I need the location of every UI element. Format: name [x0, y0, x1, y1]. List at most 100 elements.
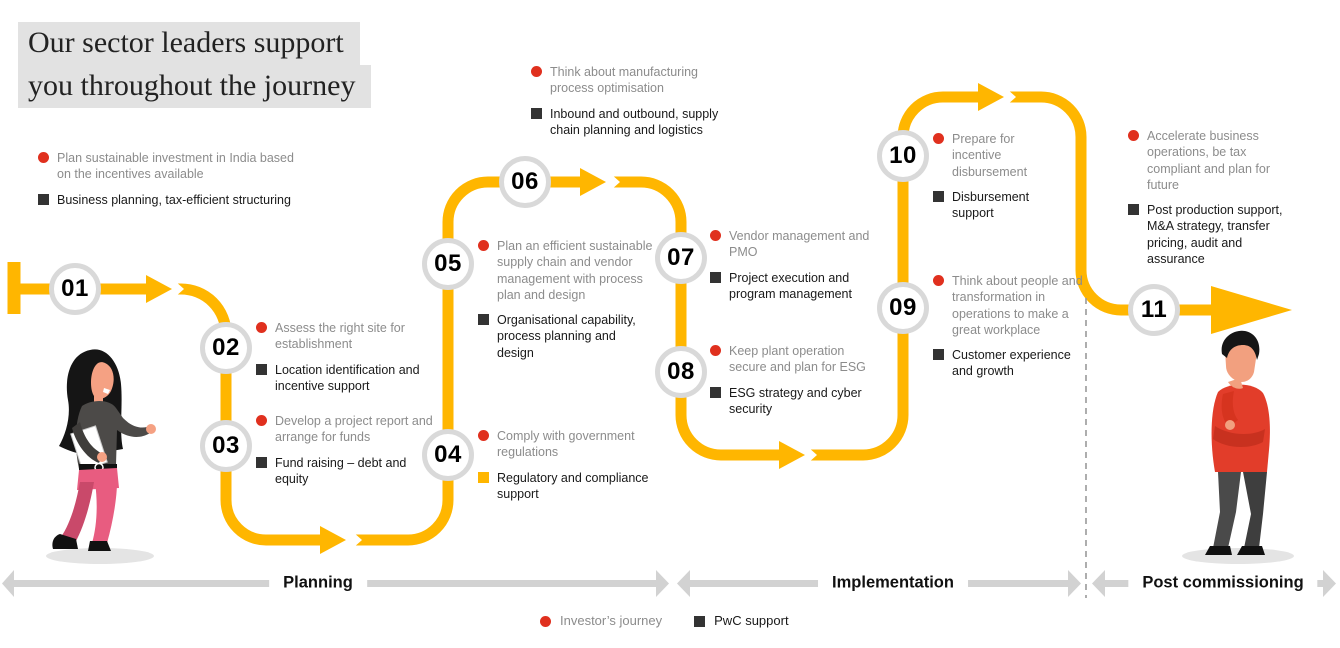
right-arrow-icon — [656, 570, 669, 597]
woman-illustration — [46, 349, 156, 564]
step-number: 02 — [212, 334, 240, 361]
pwc-support-item: Inbound and outbound, supply chain plann… — [531, 106, 743, 139]
page-title: Our sector leaders support you throughou… — [18, 22, 372, 109]
investor-journey-item: Develop a project report and arrange for… — [256, 413, 436, 446]
page-title-line1: Our sector leaders support — [18, 22, 360, 66]
step-07-text-block: Vendor management and PMO Project executi… — [710, 228, 878, 311]
pwc-support-item: Post production support, M&A strategy, t… — [1128, 202, 1296, 267]
pwc-support-text: Inbound and outbound, supply chain plann… — [550, 106, 719, 137]
pwc-support-text: Customer experience and growth — [952, 348, 1071, 379]
investor-journey-text: Keep plant operation secure and plan for… — [729, 344, 866, 375]
pwc-support-text: Organisational capability, process plann… — [497, 313, 636, 360]
investor-journey-text: Plan an efficient sustainable supply cha… — [497, 239, 653, 302]
investor-journey-dot-icon — [531, 66, 542, 77]
left-arrow-icon — [2, 570, 14, 597]
step-11-circle: 11 — [1128, 284, 1180, 336]
step-11-text-block: Accelerate business operations, be tax c… — [1128, 128, 1296, 276]
step-01-circle: 01 — [49, 263, 101, 315]
route-notches — [175, 89, 1016, 548]
investor-journey-text: Prepare for incentive disbursement — [952, 132, 1028, 179]
step-05-circle: 05 — [422, 238, 474, 290]
route-arrowheads — [146, 83, 1292, 554]
pwc-support-square-icon — [933, 349, 944, 360]
investor-journey-dot-icon — [38, 152, 49, 163]
investor-journey-item: Think about manufacturing process optimi… — [531, 64, 743, 97]
step-08-text-block: Keep plant operation secure and plan for… — [710, 343, 872, 426]
investor-journey-item: Keep plant operation secure and plan for… — [710, 343, 872, 376]
investor-journey-dot-icon — [1128, 130, 1139, 141]
pwc-support-item: Business planning, tax-efficient structu… — [38, 192, 296, 208]
arrow-icon — [146, 275, 172, 303]
step-number: 04 — [434, 441, 462, 468]
step-number: 06 — [511, 168, 539, 195]
investor-journey-dot-icon — [933, 133, 944, 144]
arrow-icon — [580, 168, 606, 196]
pwc-support-item: Fund raising – debt and equity — [256, 455, 436, 488]
step-10-circle: 10 — [877, 130, 929, 182]
investor-journey-item: Assess the right site for establishment — [256, 320, 431, 353]
step-number: 11 — [1140, 296, 1168, 323]
investor-journey-text: Think about manufacturing process optimi… — [550, 65, 699, 96]
investor-journey-text: Assess the right site for establishment — [275, 321, 405, 352]
investor-journey-dot-icon — [256, 322, 267, 333]
phase-label-implementation: Implementation — [818, 573, 968, 593]
pwc-support-text: Business planning, tax-efficient structu… — [57, 192, 291, 207]
investor-journey-item: Vendor management and PMO — [710, 228, 878, 261]
step-01-text-block: Plan sustainable investment in India bas… — [38, 150, 296, 217]
step-number: 07 — [667, 244, 695, 271]
step-04-circle: 04 — [422, 429, 474, 481]
pwc-support-square-icon — [531, 107, 542, 119]
pwc-support-item: ESG strategy and cyber security — [710, 385, 872, 418]
step-02-circle: 02 — [200, 322, 252, 374]
arrow-icon — [779, 441, 805, 469]
page-title-line2: you throughout the journey — [18, 65, 372, 109]
pwc-support-text: Project execution and program management — [729, 270, 852, 301]
legend: Investor’s journey PwC support — [540, 613, 789, 630]
pwc-support-item: Organisational capability, process plann… — [478, 312, 653, 361]
pwc-support-item: Project execution and program management — [710, 270, 878, 303]
phase-label-planning: Planning — [269, 573, 367, 593]
left-arrow-icon — [1092, 570, 1105, 597]
investor-journey-dot-icon — [710, 230, 721, 241]
step-number: 09 — [889, 294, 917, 321]
right-arrow-icon — [1323, 570, 1336, 597]
final-arrow-icon — [1211, 286, 1292, 334]
phase-label-post-commissioning: Post commissioning — [1128, 573, 1318, 593]
pwc-support-text: Post production support, M&A strategy, t… — [1147, 203, 1283, 266]
investor-journey-item: Think about people and transformation in… — [933, 273, 1085, 338]
pwc-support-square-icon — [256, 363, 267, 375]
pwc-support-text: Regulatory and compliance support — [497, 470, 649, 501]
investor-journey-dot-icon — [933, 275, 944, 286]
investor-journey-text: Comply with government regulations — [497, 429, 635, 460]
step-07-circle: 07 — [655, 232, 707, 284]
pwc-support-square-icon — [38, 193, 49, 205]
pwc-support-item: Location identification and incentive su… — [256, 362, 431, 395]
man-illustration — [1182, 330, 1294, 564]
step-number: 10 — [889, 142, 917, 169]
investor-journey-dot-icon — [540, 615, 551, 627]
step-06-circle: 06 — [499, 156, 551, 208]
investor-journey-text: Think about people and transformation in… — [952, 274, 1083, 337]
investor-journey-item: Comply with government regulations — [478, 428, 658, 461]
pwc-support-square-icon — [933, 190, 944, 202]
investor-journey-dot-icon — [478, 240, 489, 251]
step-05-text-block: Plan an efficient sustainable supply cha… — [478, 238, 653, 370]
step-06-text-block: Think about manufacturing process optimi… — [531, 64, 743, 147]
pwc-support-square-icon — [710, 271, 721, 283]
investor-journey-text: Develop a project report and arrange for… — [275, 414, 433, 445]
step-09-circle: 09 — [877, 282, 929, 334]
pwc-support-text: ESG strategy and cyber security — [729, 385, 862, 416]
pwc-support-text: Disbursement support — [952, 189, 1030, 220]
pwc-support-square-icon — [256, 456, 267, 468]
left-arrow-icon — [677, 570, 690, 597]
step-number: 03 — [212, 432, 240, 459]
arrow-icon — [320, 526, 346, 554]
pwc-support-item: Regulatory and compliance support — [478, 470, 658, 503]
step-08-circle: 08 — [655, 346, 707, 398]
investor-journey-dot-icon — [710, 345, 721, 356]
step-03-text-block: Develop a project report and arrange for… — [256, 413, 436, 496]
investor-journey-text: Vendor management and PMO — [729, 229, 870, 260]
